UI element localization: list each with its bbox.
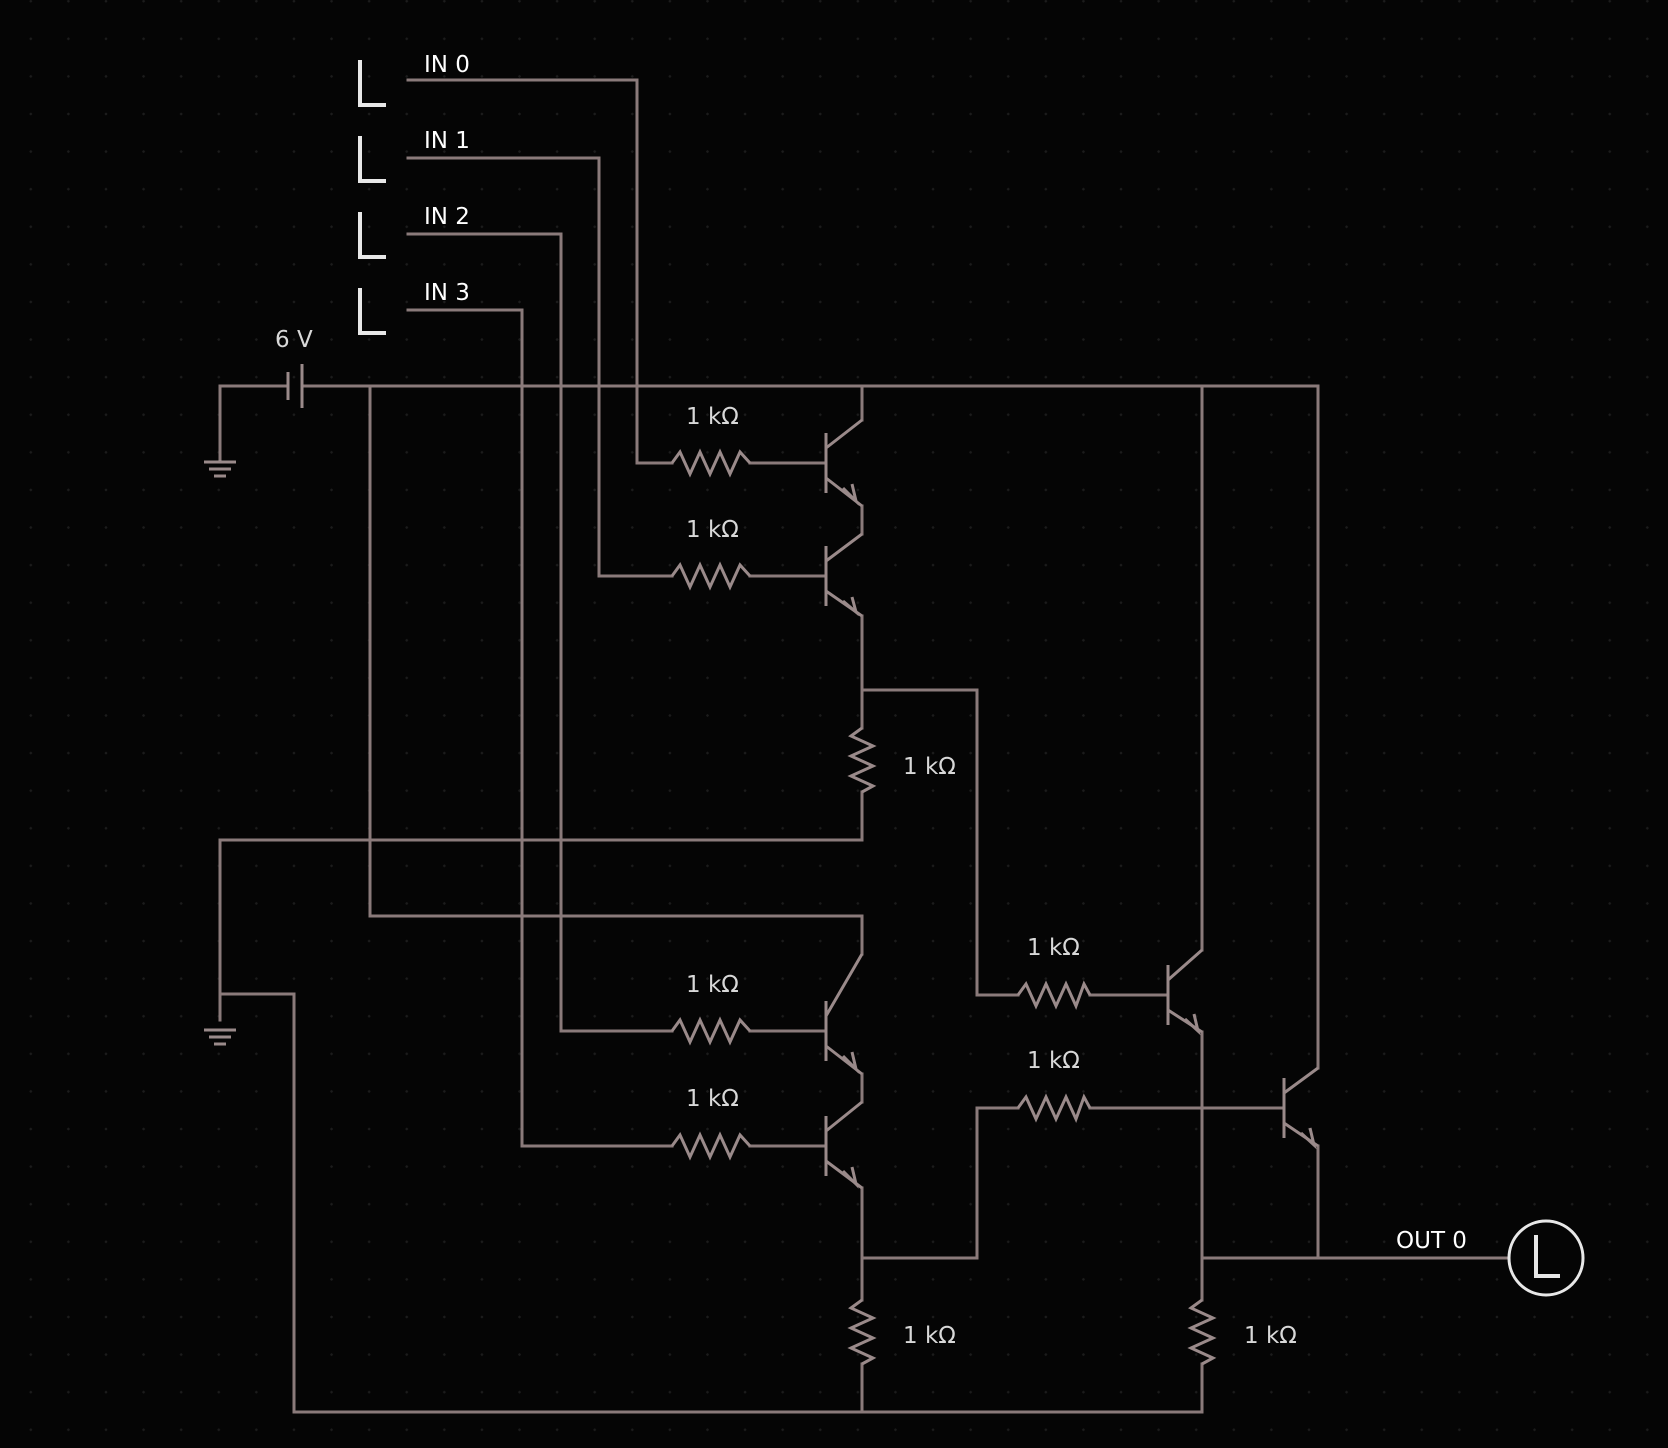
logic-input-icon[interactable] bbox=[358, 136, 386, 183]
resistor-icon bbox=[670, 561, 752, 591]
input-switch-1[interactable]: IN 1 bbox=[358, 128, 470, 183]
resistor-icon bbox=[670, 1131, 752, 1161]
resistor-icon bbox=[670, 448, 752, 478]
wire-pulldown-top-ground bbox=[218, 790, 864, 1022]
resistor-label: 1 kΩ bbox=[686, 1086, 739, 1112]
wire-node-b bbox=[860, 1106, 1020, 1260]
resistor-label: 1 kΩ bbox=[1027, 1048, 1080, 1074]
logic-input-icon[interactable] bbox=[358, 288, 386, 335]
logic-input-icon[interactable] bbox=[358, 212, 386, 259]
wire-ground-bus bbox=[218, 992, 1204, 1414]
ground-icon bbox=[204, 460, 236, 478]
input-label-0: IN 0 bbox=[424, 52, 470, 78]
input-switch-3[interactable]: IN 3 bbox=[358, 280, 470, 335]
wire-node-a bbox=[860, 688, 1020, 997]
resistor-in0[interactable]: 1 kΩ bbox=[670, 404, 752, 478]
resistor-icon bbox=[670, 1016, 752, 1046]
wire-battery-ground bbox=[218, 384, 290, 462]
resistor-pulldown-top[interactable]: 1 kΩ bbox=[847, 726, 956, 794]
wire-in3 bbox=[406, 308, 674, 1148]
wire-rail-q3-collector bbox=[368, 384, 864, 956]
npn-transistor-icon[interactable] bbox=[824, 418, 863, 508]
resistor-label: 1 kΩ bbox=[686, 404, 739, 430]
resistor-label: 1 kΩ bbox=[686, 972, 739, 998]
resistor-icon bbox=[847, 726, 877, 794]
resistor-icon bbox=[1016, 980, 1092, 1010]
npn-transistor-icon[interactable] bbox=[824, 1100, 863, 1190]
battery-label: 6 V bbox=[275, 327, 313, 353]
resistor-pulldown-bottom[interactable]: 1 kΩ bbox=[847, 1298, 956, 1366]
resistor-in3[interactable]: 1 kΩ bbox=[670, 1086, 752, 1161]
logic-input-icon[interactable] bbox=[358, 60, 386, 107]
resistor-icon bbox=[1187, 1298, 1217, 1366]
resistor-pulldown-out[interactable]: 1 kΩ bbox=[1187, 1298, 1297, 1366]
wires bbox=[218, 78, 1510, 1414]
resistor-label: 1 kΩ bbox=[903, 754, 956, 780]
input-switch-2[interactable]: IN 2 bbox=[358, 204, 470, 259]
resistor-label: 1 kΩ bbox=[1244, 1323, 1297, 1349]
battery-icon bbox=[286, 364, 304, 408]
output-label: OUT 0 bbox=[1396, 1228, 1467, 1254]
resistor-label: 1 kΩ bbox=[903, 1323, 956, 1349]
input-switch-0[interactable]: IN 0 bbox=[358, 52, 470, 107]
wire-in0 bbox=[406, 78, 674, 465]
resistor-label: 1 kΩ bbox=[686, 517, 739, 543]
npn-transistor-icon[interactable] bbox=[1282, 1066, 1319, 1150]
resistor-in1[interactable]: 1 kΩ bbox=[670, 517, 752, 591]
resistor-label: 1 kΩ bbox=[1027, 935, 1080, 961]
wire-in1 bbox=[406, 156, 674, 578]
resistor-icon bbox=[847, 1298, 877, 1366]
output-lamp[interactable] bbox=[1507, 1219, 1585, 1297]
resistor-q6-base[interactable]: 1 kΩ bbox=[1016, 1048, 1092, 1123]
input-label-1: IN 1 bbox=[424, 128, 470, 154]
logic-output-icon bbox=[1507, 1219, 1585, 1297]
resistor-in2[interactable]: 1 kΩ bbox=[670, 972, 752, 1046]
npn-transistor-icon[interactable] bbox=[824, 953, 864, 1076]
npn-transistor-icon[interactable] bbox=[824, 532, 863, 618]
ground-icon bbox=[204, 1028, 236, 1046]
resistor-icon bbox=[1016, 1093, 1092, 1123]
input-label-2: IN 2 bbox=[424, 204, 470, 230]
input-label-3: IN 3 bbox=[424, 280, 470, 306]
npn-transistor-icon[interactable] bbox=[1166, 948, 1203, 1036]
output-glyph-icon bbox=[1534, 1235, 1560, 1278]
wire-in2 bbox=[406, 232, 674, 1033]
resistor-q5-base[interactable]: 1 kΩ bbox=[1016, 935, 1092, 1010]
